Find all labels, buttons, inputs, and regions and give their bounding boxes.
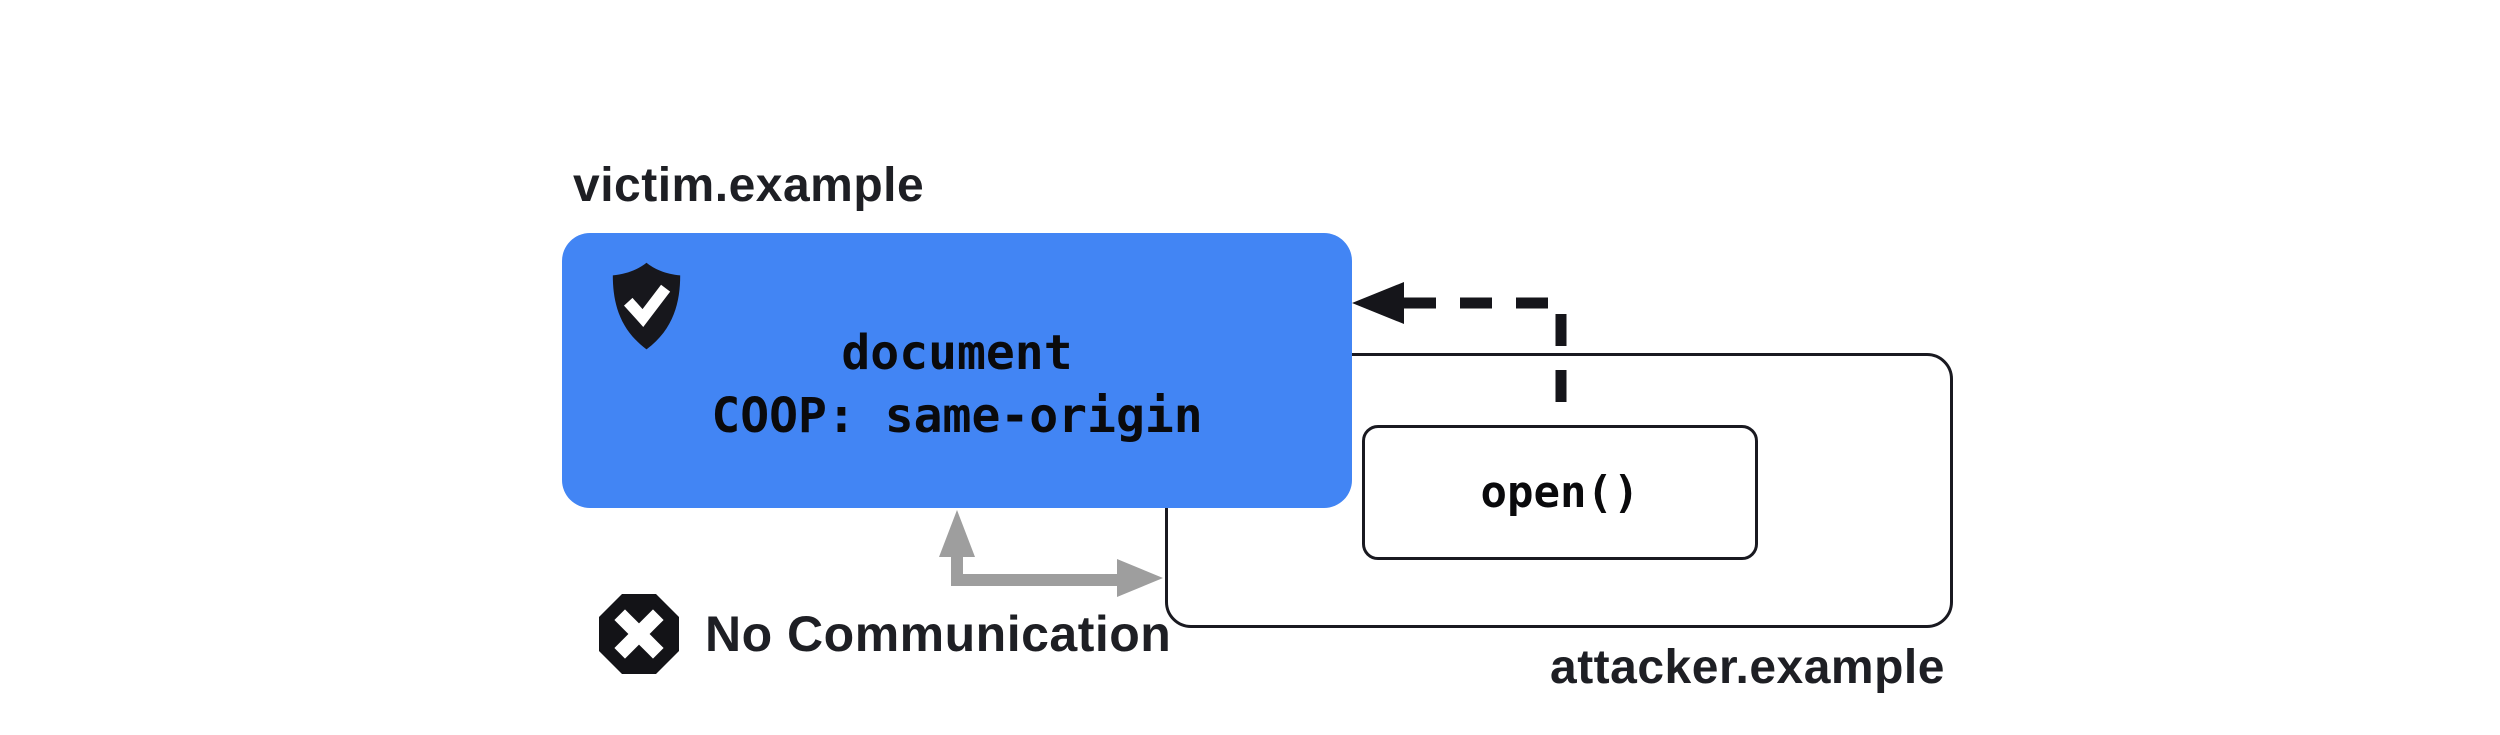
document-label: document [841,324,1073,381]
no-communication-arrow [939,510,1163,597]
open-call-label: open() [1480,467,1640,518]
victim-document-text: document COOP: same-origin [562,233,1352,508]
no-communication-label: No Communication [705,606,1172,662]
x-octagon-icon [599,594,679,674]
victim-document-box: document COOP: same-origin [562,233,1352,508]
victim-domain-label: victim.example [573,159,925,212]
opener-dashed-arrowhead [1352,282,1404,324]
no-communication-row: No Communication [597,592,1171,676]
coop-header-label: COOP: same-origin [711,387,1203,444]
attacker-open-call-box: open() [1362,425,1758,560]
shield-check-icon [612,262,681,350]
attacker-domain-label: attacker.example [1550,641,1945,694]
